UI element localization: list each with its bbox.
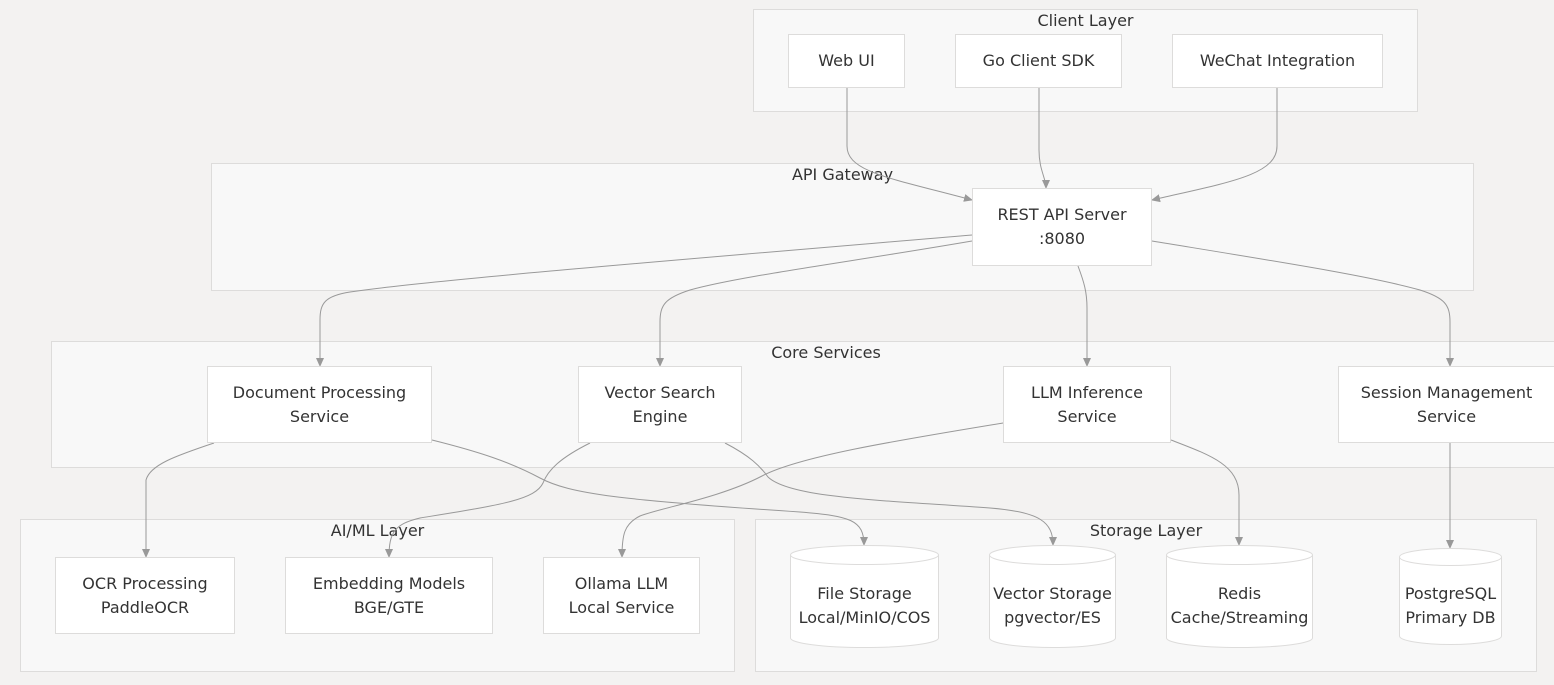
node-wechat-integration-line-1: WeChat Integration (1199, 51, 1356, 70)
node-ocr-processing[interactable]: OCR Processing PaddleOCR (55, 557, 235, 634)
node-vector-storage-line-2: pgvector/ES (1004, 608, 1101, 627)
database-cylinder-icon (1166, 545, 1313, 648)
node-web-ui-line-1: Web UI (818, 51, 875, 70)
node-embedding-models-line-2: BGE/GTE (353, 597, 425, 617)
node-rest-api-server-line-1: REST API Server (997, 205, 1127, 224)
node-postgresql-line-1: PostgreSQL (1404, 584, 1497, 603)
node-session-management-line-2: Service (1416, 406, 1477, 426)
edge-rest-api-to-doc-proc (316, 234, 973, 367)
node-ollama-llm[interactable]: Ollama LLM Local Service (543, 557, 700, 634)
node-rest-api-server[interactable]: REST API Server :8080 (972, 188, 1152, 266)
node-go-client-sdk-line-1: Go Client SDK (982, 51, 1095, 70)
node-session-management-service[interactable]: Session Management Service (1338, 366, 1554, 443)
node-vector-search-line-2: Engine (632, 406, 688, 426)
edge-rest-api-to-llm-inference (1077, 265, 1091, 367)
edge-vector-search-to-vector-storage (724, 442, 1057, 546)
node-llm-inference-service[interactable]: LLM Inference Service (1003, 366, 1171, 443)
node-document-processing-line-1: Document Processing (232, 382, 407, 402)
node-embedding-models[interactable]: Embedding Models BGE/GTE (285, 557, 493, 634)
node-redis-line-1: Redis (1217, 584, 1262, 603)
node-wechat-integration[interactable]: WeChat Integration (1172, 34, 1383, 88)
node-vector-storage[interactable]: Vector Storage pgvector/ES (989, 545, 1116, 648)
node-web-ui[interactable]: Web UI (788, 34, 905, 88)
node-embedding-models-line-1: Embedding Models (312, 573, 466, 593)
node-vector-search-engine[interactable]: Vector Search Engine (578, 366, 742, 443)
node-rest-api-server-line-2: :8080 (1038, 229, 1086, 248)
edge-go-sdk-to-rest-api (1038, 88, 1050, 189)
node-file-storage[interactable]: File Storage Local/MinIO/COS (790, 545, 939, 648)
node-postgresql[interactable]: PostgreSQL Primary DB (1399, 548, 1502, 645)
node-llm-inference-line-1: LLM Inference (1031, 382, 1143, 402)
edge-vector-search-to-embedding (385, 442, 591, 558)
node-vector-search-line-1: Vector Search (604, 382, 716, 402)
node-go-client-sdk[interactable]: Go Client SDK (955, 34, 1122, 88)
database-cylinder-icon (790, 545, 939, 648)
node-document-processing-line-2: Service (289, 406, 350, 426)
edge-rest-api-to-session-mgmt (1151, 240, 1454, 367)
node-file-storage-line-1: File Storage (817, 584, 912, 603)
edge-web-ui-to-rest-api (846, 88, 973, 202)
node-llm-inference-line-2: Service (1057, 406, 1117, 426)
cluster-label-client-layer: Client Layer (1037, 11, 1134, 30)
database-cylinder-icon (1399, 548, 1502, 645)
node-postgresql-line-2: Primary DB (1405, 608, 1496, 627)
node-document-processing-service[interactable]: Document Processing Service (207, 366, 432, 443)
database-cylinder-icon (989, 545, 1116, 648)
node-redis-line-2: Cache/Streaming (1170, 608, 1309, 627)
node-ollama-llm-line-2: Local Service (568, 597, 675, 617)
edge-llm-inference-to-redis (1170, 439, 1243, 546)
node-vector-storage-line-1: Vector Storage (993, 584, 1112, 603)
edge-wechat-to-rest-api (1151, 88, 1278, 203)
cluster-label-storage-layer: Storage Layer (1089, 521, 1203, 540)
edge-llm-inference-to-ollama (618, 422, 1004, 558)
node-ocr-processing-line-1: OCR Processing (82, 573, 208, 593)
cluster-label-core-services: Core Services (771, 343, 881, 362)
node-ocr-processing-line-2: PaddleOCR (100, 597, 190, 617)
node-file-storage-line-2: Local/MinIO/COS (798, 608, 931, 627)
node-redis[interactable]: Redis Cache/Streaming (1166, 545, 1313, 648)
node-session-management-line-1: Session Management (1360, 382, 1533, 402)
node-ollama-llm-line-1: Ollama LLM (574, 573, 669, 593)
edge-rest-api-to-vector-search (656, 240, 973, 367)
edge-doc-proc-to-ocr (142, 442, 215, 558)
edge-doc-proc-to-file-storage (431, 439, 868, 546)
